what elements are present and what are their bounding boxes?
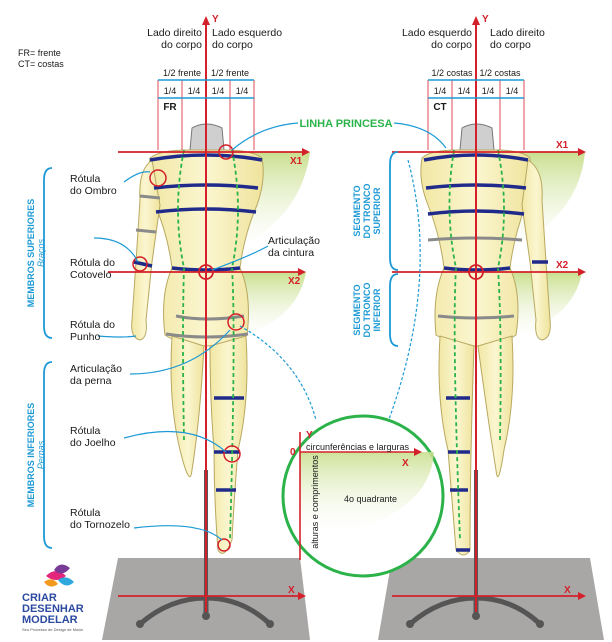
logo-line2: DESENHAR	[22, 603, 84, 615]
front-quarter-4: 1/4	[236, 86, 249, 96]
front-half-right: 1/2 frente	[211, 68, 249, 78]
back-quarter-4: 1/4	[506, 86, 519, 96]
front-axes	[108, 16, 310, 612]
wrist-label-1: Rótula do	[70, 319, 115, 331]
trunk-upper-label-3: SUPERIOR	[372, 187, 382, 235]
front-dress-form	[131, 123, 274, 628]
front-half-left: 1/2 frente	[163, 68, 201, 78]
back-y-axis-label: Y	[482, 14, 489, 25]
back-half-right: 1/2 costas	[479, 68, 521, 78]
back-left-header-2: do corpo	[431, 39, 472, 51]
left-brackets	[43, 151, 399, 549]
logo-tagline: Seu Processo de Design de Moda	[22, 627, 83, 632]
wrist-label-2: Punho	[70, 331, 101, 343]
waist-label-1: Articulação	[268, 235, 320, 247]
leader-lines	[93, 122, 447, 541]
back-left-header-1: Lado esquerdo	[402, 27, 472, 39]
back-quarter-2: 1/4	[458, 86, 471, 96]
inset-x-label: X	[402, 458, 409, 469]
trunk-upper-label-1: SEGMENTO	[352, 185, 362, 236]
inset-quadrant-label: 4o quadrante	[344, 494, 397, 504]
back-axes	[392, 16, 586, 612]
back-right-header-1: Lado direito	[490, 27, 545, 39]
logo-line1: CRIAR	[22, 592, 57, 604]
upper-limbs-sublabel: Braços	[36, 238, 46, 267]
ankle-label-2: do Tornozelo	[70, 519, 130, 531]
legend-back: CT= costas	[18, 59, 64, 69]
inset-y-label: Y	[306, 430, 313, 441]
front-right-header-2: do corpo	[212, 39, 253, 51]
trunk-lower-label-2: DO TRONCO	[362, 283, 372, 338]
logo: CRIAR DESENHAR MODELAR Seu Processo de D…	[22, 564, 84, 632]
back-half-left: 1/2 costas	[431, 68, 473, 78]
legend-front: FR= frente	[18, 48, 61, 58]
inset-origin-label: 0	[290, 447, 296, 458]
trunk-lower-label-1: SEGMENTO	[352, 284, 362, 335]
front-x1-label: X1	[290, 156, 303, 167]
front-x-label: X	[288, 585, 295, 596]
leg-label-1: Articulação	[70, 363, 122, 375]
inset-top-label: circunferências e larguras	[306, 442, 410, 452]
back-quarter-3: 1/4	[482, 86, 495, 96]
leg-label-2: da perna	[70, 375, 112, 387]
front-left-header-2: do corpo	[161, 39, 202, 51]
trunk-upper-label-2: DO TRONCO	[362, 184, 372, 239]
back-right-header-2: do corpo	[490, 39, 531, 51]
lower-limbs-label: MEMBROS INFERIORES	[26, 403, 36, 508]
front-tag: FR	[163, 102, 177, 113]
waist-label-2: da cintura	[268, 247, 314, 259]
front-right-header-1: Lado esquerdo	[212, 27, 282, 39]
princess-line-label: LINHA PRINCESA	[299, 118, 392, 130]
knee-label-2: do Joelho	[70, 437, 116, 449]
trunk-lower-label-3: INFERIOR	[372, 288, 382, 332]
front-y-axis-label: Y	[212, 14, 219, 25]
ankle-label-1: Rótula	[70, 507, 101, 519]
elbow-label-2: Cotovelo	[70, 269, 112, 281]
back-dress-form	[406, 123, 551, 628]
back-tag: CT	[433, 102, 446, 113]
knee-label-1: Rótula	[70, 425, 101, 437]
back-quarter-1: 1/4	[434, 86, 447, 96]
front-quarter-1: 1/4	[164, 86, 177, 96]
front-quarter-3: 1/4	[212, 86, 225, 96]
front-x2-label: X2	[288, 276, 301, 287]
back-x-label: X	[564, 585, 571, 596]
inset-side-label: alturas e comprimentos	[310, 455, 320, 549]
front-quarter-2: 1/4	[188, 86, 201, 96]
front-left-header-1: Lado direito	[147, 27, 202, 39]
back-x1-label: X1	[556, 140, 569, 151]
back-x2-label: X2	[556, 260, 569, 271]
shoulder-label-1: Rótula	[70, 173, 101, 185]
shoulder-label-2: do Ombro	[70, 185, 117, 197]
inset-quadrant-circle	[281, 414, 445, 578]
lower-limbs-sublabel: Pernas	[36, 440, 46, 469]
logo-line3: MODELAR	[22, 614, 78, 626]
upper-limbs-label: MEMBROS SUPERIORES	[26, 199, 36, 308]
elbow-label-1: Rótula do	[70, 257, 115, 269]
